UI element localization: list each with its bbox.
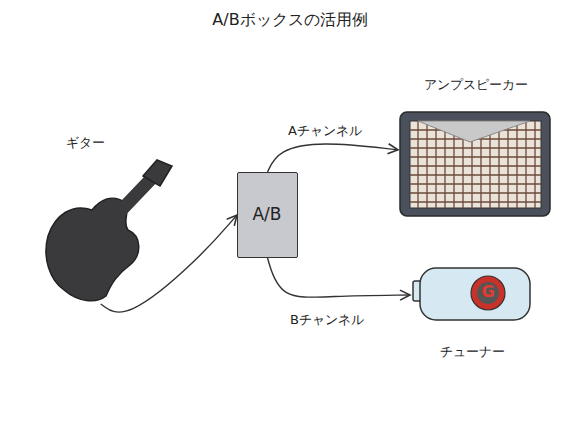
cable-arrow — [268, 258, 411, 297]
tuner-dial-ring — [471, 276, 505, 310]
tuner-node: チューナー G — [410, 262, 535, 362]
node-label: アンプスピーカー — [398, 76, 553, 94]
cable-arrow — [101, 215, 237, 312]
node-label: チューナー — [410, 343, 535, 361]
cable-arrow — [268, 144, 399, 172]
diagram-title: A/Bボックスの活用例 — [0, 9, 580, 31]
dial-letter: G — [476, 283, 500, 301]
amp-node: アンプスピーカー — [398, 76, 553, 218]
amp-cabinet — [400, 112, 550, 216]
amp-grille — [410, 121, 541, 208]
guitar-head — [143, 160, 172, 186]
ab-box: A/B — [237, 172, 298, 258]
channel-label: Aチャンネル — [288, 122, 362, 140]
amp-logo-plate — [418, 121, 530, 142]
amp-illustration — [400, 112, 550, 216]
box-label: A/B — [238, 205, 296, 223]
channel-label: Bチャンネル — [290, 311, 364, 329]
tuner-dial-face — [477, 282, 499, 304]
tuner-body — [420, 268, 530, 320]
tuner-illustration — [413, 268, 530, 320]
guitar-neck — [110, 178, 152, 222]
node-label: ギター — [40, 134, 130, 152]
guitar-node: ギター — [40, 134, 175, 304]
guitar-illustration — [46, 160, 172, 301]
amp-grid — [410, 121, 541, 208]
